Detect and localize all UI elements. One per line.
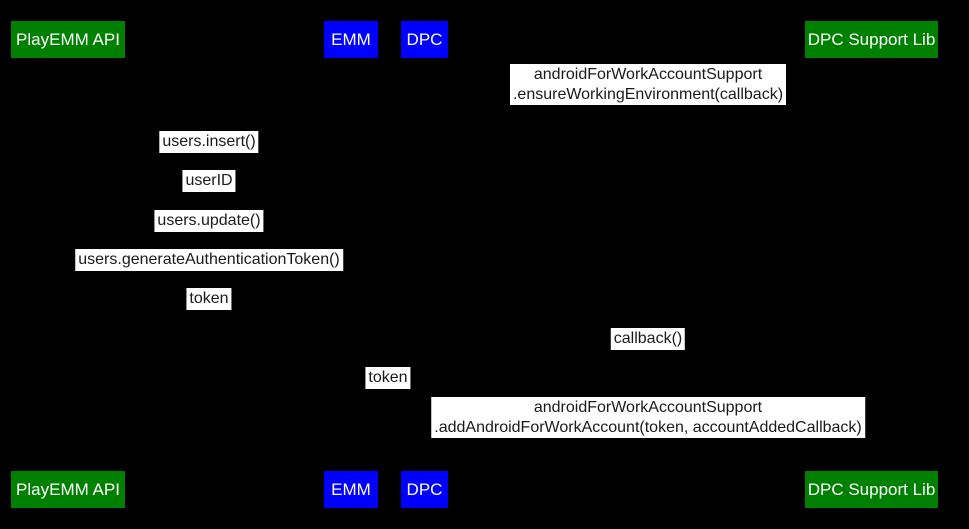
message-users-insert: users.insert() bbox=[159, 131, 259, 153]
message-line: callback() bbox=[613, 330, 683, 347]
actor-dpc-top: DPC bbox=[401, 21, 448, 58]
message-line: users.insert() bbox=[162, 133, 256, 150]
message-ensure-working-environment: androidForWorkAccountSupport .ensureWork… bbox=[509, 64, 787, 105]
message-line: userID bbox=[185, 172, 233, 189]
message-users-update: users.update() bbox=[154, 210, 264, 232]
actor-playemm-api-bottom: PlayEMM API bbox=[11, 471, 125, 508]
message-line: token bbox=[368, 369, 408, 386]
message-add-android-for-work-account: androidForWorkAccountSupport .addAndroid… bbox=[431, 397, 865, 438]
message-generate-authentication-token: users.generateAuthenticationToken() bbox=[75, 249, 343, 271]
actor-playemm-api-top: PlayEMM API bbox=[11, 21, 125, 58]
message-line: token bbox=[189, 290, 229, 307]
actor-emm-top: EMM bbox=[324, 21, 378, 58]
message-line: users.generateAuthenticationToken() bbox=[78, 251, 340, 268]
message-user-id: userID bbox=[182, 170, 236, 192]
actor-dpc-support-lib-bottom: DPC Support Lib bbox=[805, 471, 938, 508]
actor-emm-bottom: EMM bbox=[324, 471, 378, 508]
message-callback: callback() bbox=[610, 328, 686, 350]
actor-dpc-bottom: DPC bbox=[401, 471, 448, 508]
message-line: users.update() bbox=[157, 212, 261, 229]
message-line: androidForWorkAccountSupport bbox=[533, 399, 763, 416]
message-line: androidForWorkAccountSupport bbox=[533, 66, 763, 83]
message-line: .ensureWorkingEnvironment(callback) bbox=[512, 85, 784, 103]
message-token-dpc: token bbox=[365, 367, 411, 389]
message-line: .addAndroidForWorkAccount(token, account… bbox=[434, 418, 862, 436]
message-token-playemm: token bbox=[186, 288, 232, 310]
actor-dpc-support-lib-top: DPC Support Lib bbox=[805, 21, 938, 58]
